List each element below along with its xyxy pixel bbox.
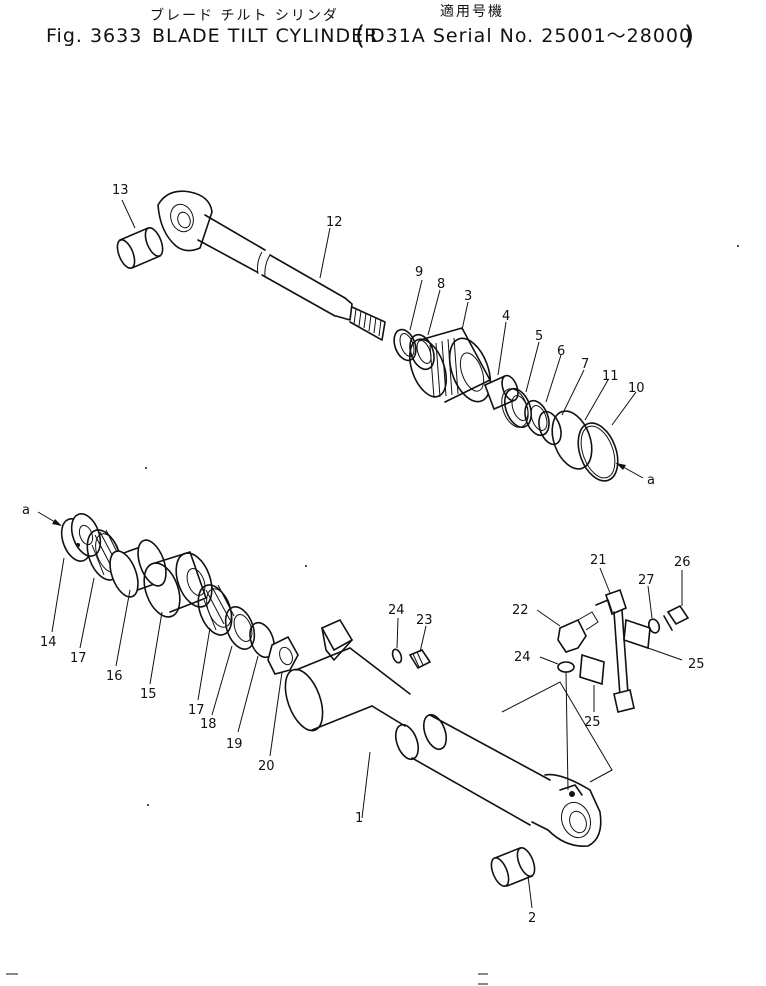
- scan-marks: [6, 245, 739, 985]
- part-11-backup-ring: [551, 410, 593, 470]
- part-25-clamp-upper: [623, 618, 651, 650]
- callout-11: 11: [602, 369, 619, 384]
- part-13-bushing: [116, 226, 164, 270]
- part-24-o-ring-lower: [557, 661, 575, 673]
- callout-22: 22: [512, 603, 529, 618]
- part-9-snap-ring: [393, 328, 417, 362]
- callout-5: 5: [535, 329, 543, 344]
- callout-8: 8: [437, 277, 445, 292]
- callout-24-lower: 24: [514, 650, 531, 665]
- callout-2: 2: [528, 911, 536, 926]
- ref-a-top: a: [647, 473, 655, 488]
- callout-13: 13: [112, 183, 129, 198]
- part-12-piston-rod: [157, 190, 386, 341]
- callout-1: 1: [355, 811, 363, 826]
- callout-21: 21: [590, 553, 607, 568]
- part-6-ring: [524, 399, 550, 437]
- callout-19: 19: [226, 737, 243, 752]
- part-17-wear-ring-lower: [197, 584, 235, 636]
- callout-10: 10: [628, 381, 645, 396]
- callout-12: 12: [326, 215, 343, 230]
- part-15-piston: [143, 551, 213, 618]
- part-21-tube: [595, 588, 635, 713]
- part-14-piston-nut: [60, 513, 102, 562]
- part-23-plug: [408, 649, 432, 670]
- callout-18: 18: [200, 717, 217, 732]
- callout-4: 4: [502, 309, 510, 324]
- jp-title: ブレード チルト シリンダ: [150, 7, 339, 24]
- callout-24-upper: 24: [388, 603, 405, 618]
- part-22-elbow: [557, 611, 599, 653]
- part-24-o-ring-upper: [391, 648, 403, 664]
- part-7-snap-ring: [538, 410, 562, 446]
- paren-open: (: [355, 21, 366, 51]
- callout-25-lower: 25: [584, 715, 601, 730]
- callout-17-lower: 17: [188, 703, 205, 718]
- part-20-nut: [267, 635, 299, 675]
- callout-20: 20: [258, 759, 275, 774]
- part-1-cylinder-tube: [284, 618, 602, 847]
- callout-6: 6: [557, 344, 565, 359]
- callout-27: 27: [638, 573, 655, 588]
- callout-labels: 13 12 9 8 3 4 5 6 7 11 10 a a 14 17 16 1…: [22, 183, 705, 926]
- callout-16: 16: [106, 669, 123, 684]
- callout-25-upper: 25: [688, 657, 705, 672]
- callout-7: 7: [581, 357, 589, 372]
- part-3-cylinder-head: [408, 327, 492, 403]
- paren-close: ): [684, 21, 695, 51]
- callout-26: 26: [674, 555, 691, 570]
- part-2-bushing: [490, 846, 536, 888]
- callout-14: 14: [40, 635, 57, 650]
- ref-arrow-a-left: [37, 511, 62, 526]
- part-26-bolt: [663, 604, 690, 631]
- part-16-piston-ring: [109, 539, 167, 598]
- assembly-indicator-lines: [501, 671, 613, 791]
- callout-3: 3: [464, 289, 472, 304]
- ref-a-left: a: [22, 503, 30, 518]
- callout-15: 15: [140, 687, 157, 702]
- jp-applicable-models: 適用号機: [440, 3, 504, 20]
- part-25-clamp-lower: [579, 653, 605, 686]
- figure-number: Fig. 3633: [46, 25, 142, 47]
- serial-range: D31A Serial No. 25001～28000: [370, 25, 692, 47]
- leader-lines: [51, 199, 683, 909]
- part-27-washer: [647, 618, 661, 634]
- figure-title: BLADE TILT CYLINDER: [152, 25, 378, 47]
- part-10-o-ring: [577, 422, 619, 482]
- ref-arrow-a-top: [615, 462, 644, 479]
- callout-17-upper: 17: [70, 651, 87, 666]
- part-18-seal: [224, 606, 256, 650]
- callout-9: 9: [415, 265, 423, 280]
- callout-23: 23: [416, 613, 433, 628]
